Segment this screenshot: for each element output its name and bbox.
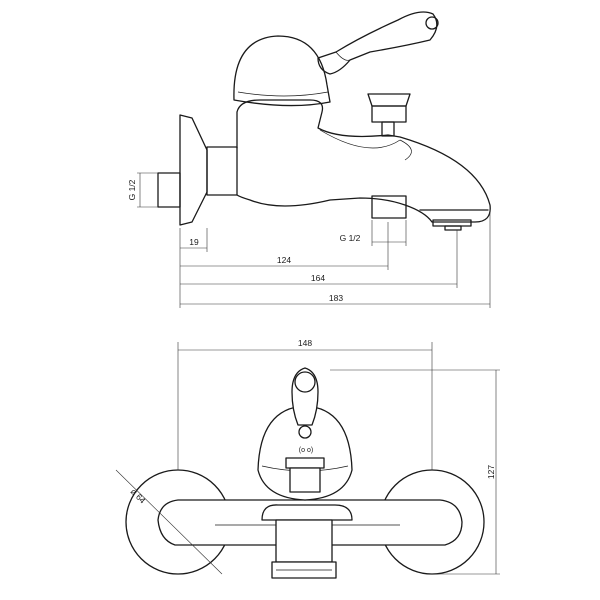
inlet-thread-label: G 1/2 — [127, 179, 137, 200]
dim-183-label: 183 — [329, 293, 343, 303]
side-view: G 1/2 19 G 1/2 124 164 183 — [127, 11, 491, 308]
outlet-thread-label: G 1/2 — [340, 233, 361, 243]
lever-collar — [335, 51, 351, 61]
aerator-ring — [432, 219, 472, 227]
height-label: 127 — [486, 465, 496, 479]
spout-body — [236, 99, 491, 223]
front-dome — [257, 405, 353, 501]
front-spout-collar — [261, 504, 353, 521]
body-contour-2 — [399, 139, 412, 161]
front-spout-column — [275, 519, 333, 563]
aerator-tip — [444, 225, 462, 231]
diverter-knob-body — [371, 105, 407, 123]
lever-handle — [317, 11, 438, 75]
wall-flange — [179, 114, 208, 226]
side-dimensions — [137, 172, 491, 308]
connector-body — [206, 146, 238, 196]
front-diverter-top — [285, 457, 325, 469]
dim-19-label: 19 — [189, 237, 199, 247]
diverter-marking: (o o) — [299, 447, 313, 454]
width-label: 148 — [298, 338, 312, 348]
diverter-knob-top — [367, 93, 411, 107]
dim-164-label: 164 — [311, 273, 325, 283]
front-dimensions — [115, 342, 500, 575]
front-lever-base — [298, 425, 312, 439]
dim-124-label: 124 — [277, 255, 291, 265]
lever-end-cap — [425, 16, 439, 30]
dome-ring — [237, 91, 329, 97]
dome-cap — [233, 35, 331, 107]
diverter-stem — [381, 121, 395, 137]
flange-diameter-label: ø 64 — [129, 486, 148, 505]
front-view: (o o) 148 127 ø 64 — [115, 338, 500, 579]
shower-outlet — [371, 195, 407, 219]
inlet-connector — [157, 172, 181, 208]
front-lever-cap — [294, 371, 316, 393]
front-lever — [291, 367, 319, 426]
front-diverter-body — [289, 467, 321, 493]
body-contour — [319, 129, 401, 149]
